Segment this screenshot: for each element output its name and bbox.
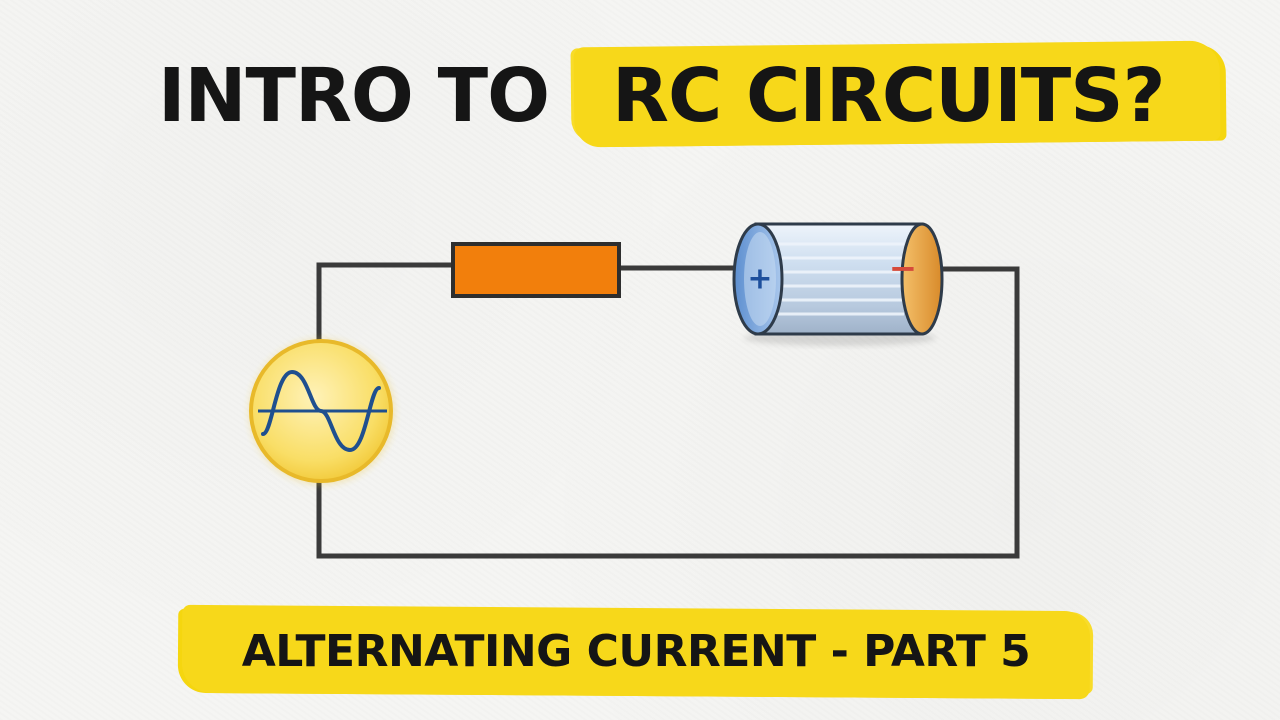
circuit-wires	[316, 262, 1020, 559]
title-highlighted-text: RC CIRCUITS?	[612, 53, 1166, 139]
resistor	[451, 242, 621, 298]
ac-sine-wave-icon	[261, 369, 381, 453]
ac-voltage-source	[248, 338, 396, 486]
title-plain-text: INTRO TO	[158, 53, 550, 139]
capacitor: + −	[732, 222, 944, 346]
capacitor-negative-plate	[900, 222, 944, 336]
title-row: INTRO TO RC CIRCUITS?	[0, 40, 1280, 154]
capacitor-positive-sign: +	[747, 262, 772, 297]
wire-top-right	[316, 266, 1020, 559]
wire-top-left	[316, 262, 455, 342]
capacitor-negative-sign: −	[889, 249, 918, 289]
capacitor-inner-lines	[772, 242, 904, 316]
subtitle-text: ALTERNATING CURRENT - PART 5	[241, 626, 1031, 677]
capacitor-positive-face	[744, 232, 776, 326]
